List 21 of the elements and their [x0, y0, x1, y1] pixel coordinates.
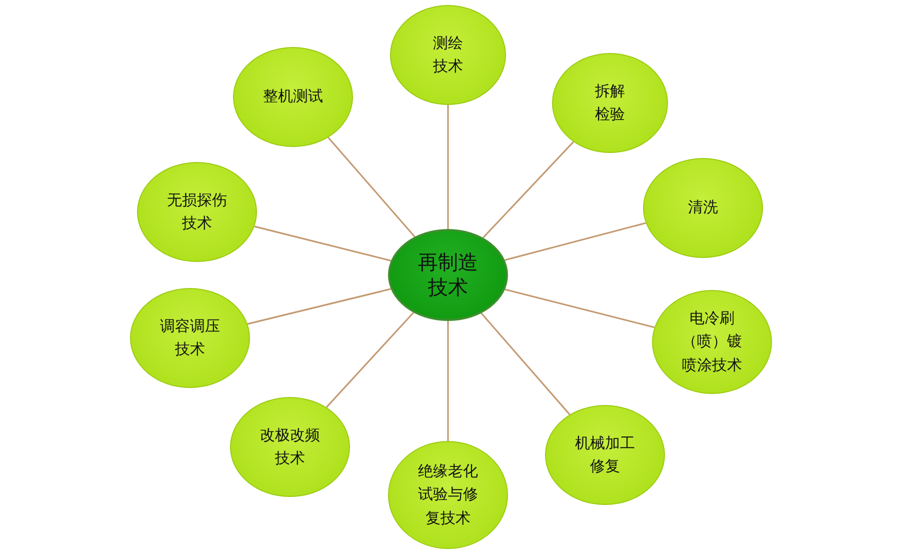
connector-line [504, 222, 646, 261]
connector-line [480, 312, 570, 416]
node-label: 清洗 [688, 197, 718, 218]
node-label: 测绘技术 [432, 32, 464, 77]
connector-line [482, 141, 574, 238]
node-label: 机械加工修复 [574, 432, 636, 477]
node-label: 电冷刷（喷）镀喷涂技术 [681, 308, 743, 376]
connector-line [504, 288, 655, 328]
node-label: 整机测试 [263, 86, 323, 108]
connector-line [326, 312, 414, 408]
node-label: 拆解检验 [594, 80, 626, 125]
connector-line [447, 321, 449, 441]
node-label: 调容调压技术 [159, 316, 221, 360]
connector-line [328, 136, 416, 238]
node-label: 无损探伤技术 [166, 190, 228, 234]
node-label: 再制造技术 [417, 250, 479, 300]
connector-line [247, 288, 392, 325]
node-label: 改极改频技术 [259, 424, 321, 469]
connector-line [447, 105, 449, 229]
node-label: 绝缘老化试验与修复技术 [417, 461, 479, 529]
connector-line [254, 226, 392, 262]
